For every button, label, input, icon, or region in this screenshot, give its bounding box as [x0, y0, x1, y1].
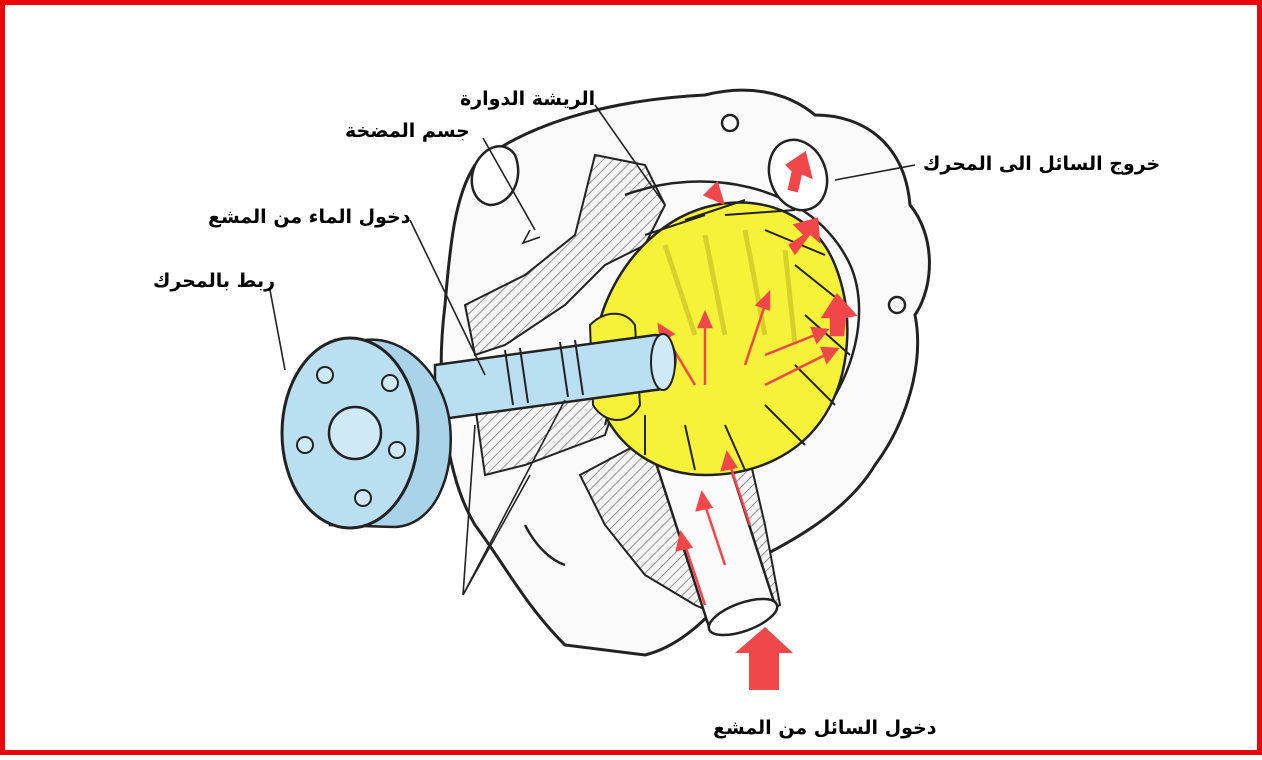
label-fluid-outlet-engine: خروج السائل الى المحرك	[923, 155, 1160, 174]
label-engine-connection: ربط بالمحرك	[153, 272, 275, 291]
label-water-inlet-radiator: دخول الماء من المشع	[208, 208, 410, 227]
drive-flange	[282, 338, 451, 528]
water-pump-diagram	[5, 5, 1262, 760]
label-pump-body: جسم المضخة	[345, 122, 470, 141]
label-impeller: الريشة الدوارة	[460, 90, 595, 109]
label-fluid-inlet-radiator: دخول السائل من المشع	[713, 719, 936, 738]
